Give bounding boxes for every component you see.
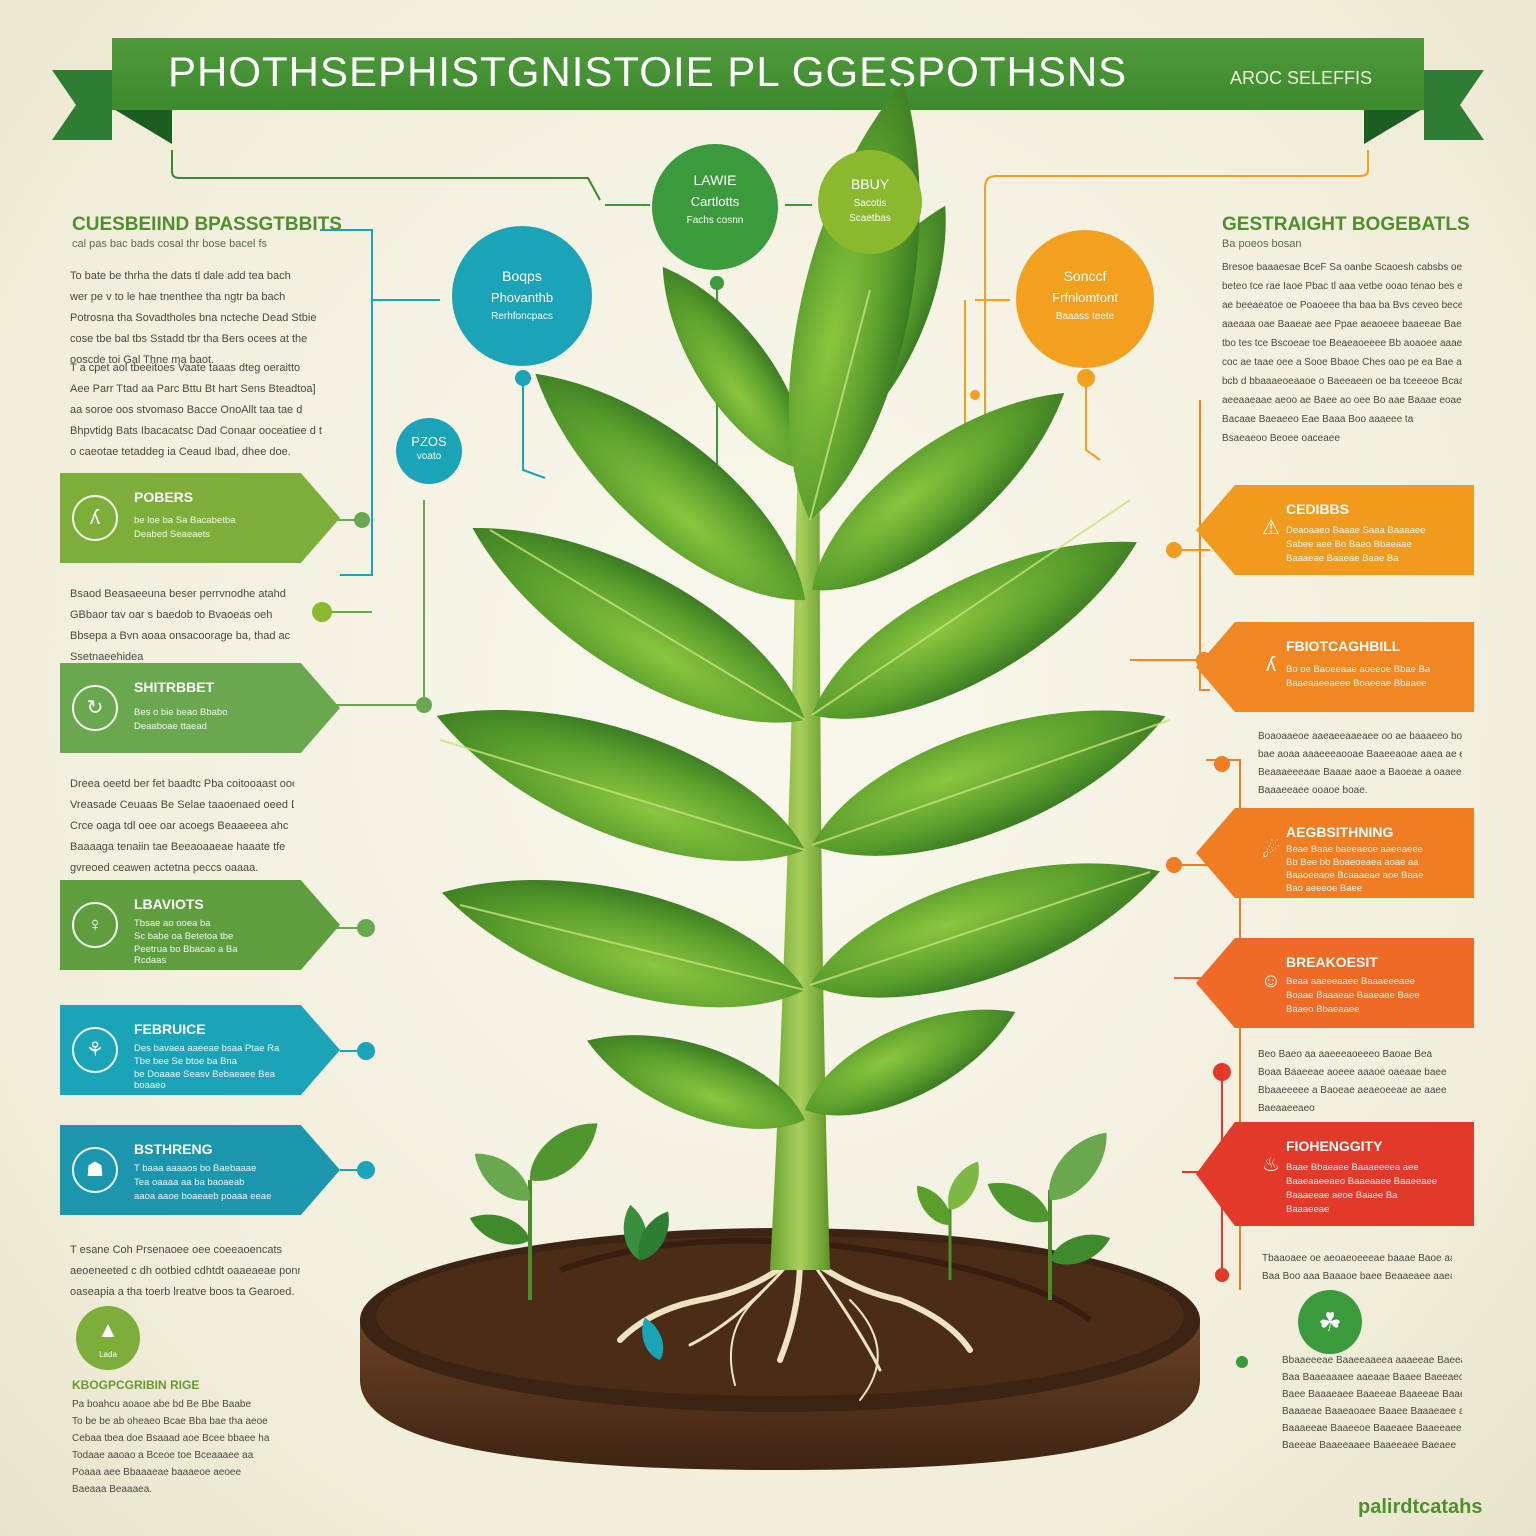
tag-title: FEBRUICE bbox=[134, 1021, 206, 1037]
right-bottom-paragraph: Bbaaeeeae Baaeeaaeea aaaeeae Baeeaeeae a… bbox=[1282, 1355, 1462, 1451]
bubble-left-teal: Boqps Phovanthb Rerhfoncpacs bbox=[452, 226, 592, 366]
root-icon: ☗ bbox=[72, 1147, 118, 1193]
tag-title: BSTHRENG bbox=[134, 1141, 213, 1157]
right-paragraph-2: Boaoaaeoe aaeaeeaaeaee oo ae baaaeeo boo… bbox=[1258, 731, 1462, 796]
right-tag-3: ☄ AEGBSITHNING Beae Baae baeeaeoe aaeeae… bbox=[1196, 808, 1474, 898]
right-tag-1: ⚠ CEDIBBS Deaoaaeo Baaae Saaa Baaaaee Sa… bbox=[1196, 485, 1474, 575]
flower-icon: ⚘ bbox=[72, 1027, 118, 1073]
right-column-heading: GESTRAIGHT BOGEBATLS bbox=[1222, 214, 1470, 235]
tag-title: BREAKOESIT bbox=[1286, 954, 1378, 970]
title-banner: PHOTHSEPHISTGNISTOIE PL GGESPOTHSNS AROC… bbox=[112, 38, 1424, 110]
roots bbox=[617, 1252, 973, 1401]
footer-logo: palirdtcatahs bbox=[1358, 1496, 1483, 1518]
tag-title: FBIOTCAGHBILL bbox=[1286, 638, 1401, 654]
cycle-icon: ↻ bbox=[72, 685, 118, 731]
left-bottom-heading: KBOGPCGRIBIN RIGE bbox=[72, 1378, 200, 1392]
face-icon: ☺ bbox=[1260, 970, 1282, 992]
right-bottom-badge: ☘ bbox=[1298, 1290, 1362, 1354]
soil-pot bbox=[360, 1228, 1200, 1470]
left-paragraph-2: T a cpet aol tbeeitoes Vaate taaas dteg … bbox=[70, 362, 322, 458]
heat-icon: ♨ bbox=[1262, 1154, 1280, 1176]
right-tag-2: ʎ FBIOTCAGHBILL Bo oe Baoeeaae aoeeoe Bb… bbox=[1196, 622, 1474, 712]
right-paragraph-4: Tbaaoaee oe aeoaeoeeeae baaae Baoe aa ea… bbox=[1262, 1253, 1452, 1282]
tag-title: LBAVIOTS bbox=[134, 896, 204, 912]
left-paragraph-4: Dreea oeetd ber fet baadtc Pba coitooaas… bbox=[70, 778, 294, 874]
tag-title: CEDIBBS bbox=[1286, 501, 1350, 517]
warning-triangle-icon: ⚠ bbox=[1262, 517, 1280, 539]
right-tag-5: ♨ FIOHENGGITY Baae Bbaeaee Baaaeeeea aee… bbox=[1196, 1122, 1474, 1226]
bubble-center-green: LAWIE Cartlotts Fachs cosnn bbox=[652, 144, 778, 270]
seedling-icon: ♀ bbox=[72, 902, 118, 948]
left-tag-3: ♀ LBAVIOTS Tbsae ao ooea ba Sc babe oa B… bbox=[60, 880, 340, 970]
left-column-heading: CUESBEIIND BPASSGTBBITS bbox=[72, 214, 342, 235]
left-tag-5: ☗ BSTHRENG T baaa aaaaos bo Baebaaae Tea… bbox=[60, 1125, 340, 1215]
right-column-subheading: Ba poeos bosan bbox=[1222, 238, 1302, 250]
tag-title: FIOHENGGITY bbox=[1286, 1138, 1383, 1154]
bubble-center-lime: BBUY Sacotis Scaetbas bbox=[818, 150, 922, 254]
left-column-subheading: cal pas bac bads cosal thr bose bacel fs bbox=[72, 238, 268, 250]
left-paragraph-1: To bate be thrha the dats tl dale add te… bbox=[70, 270, 317, 366]
left-tag-2: ↻ SHITRBBET Bes o bie beao Bbabo Deaaboa… bbox=[60, 663, 340, 753]
tag-title: SHITRBBET bbox=[134, 679, 215, 695]
right-tag-4: ☺ BREAKOESIT Beaa aaeeeaaee Baaaeeeaee B… bbox=[1196, 938, 1474, 1028]
tag-title: POBERS bbox=[134, 489, 194, 505]
left-bottom-badge: ▲ Lada bbox=[76, 1306, 140, 1370]
left-tag-4: ⚘ FEBRUICE Des bavaea aaeeae bsaa Ptae R… bbox=[60, 1005, 340, 1095]
sprout-icon: ʎ bbox=[1266, 654, 1276, 676]
badge-label: Lada bbox=[99, 1350, 117, 1359]
right-paragraph-1: Bresoe baaaesae BceF Sa oanbe Scaoesh ca… bbox=[1222, 262, 1462, 444]
sun-icon: ☄ bbox=[1262, 840, 1280, 862]
bubble-small-teal: PZOS voato bbox=[396, 418, 462, 484]
page-title: PHOTHSEPHISTGNISTOIE PL GGESPOTHSNS bbox=[168, 48, 1128, 95]
mountain-icon: ▲ bbox=[97, 1317, 119, 1342]
water-drop-icon: ʎ bbox=[72, 495, 118, 541]
clover-icon: ☘ bbox=[1318, 1307, 1342, 1337]
tag-title: AEGBSITHNING bbox=[1286, 824, 1394, 840]
left-tag-1: ʎ POBERS be loe ba Sa Bacabetba Deabed S… bbox=[60, 473, 340, 563]
small-sprouts bbox=[465, 1109, 1121, 1364]
page-subtitle: AROC SELEFFIS bbox=[1229, 68, 1372, 88]
main-plant bbox=[418, 70, 1183, 1270]
connector-dots bbox=[312, 276, 1248, 1368]
bubble-right-orange: Sonccf Frfnlomtont Baaass teete bbox=[1016, 230, 1154, 368]
